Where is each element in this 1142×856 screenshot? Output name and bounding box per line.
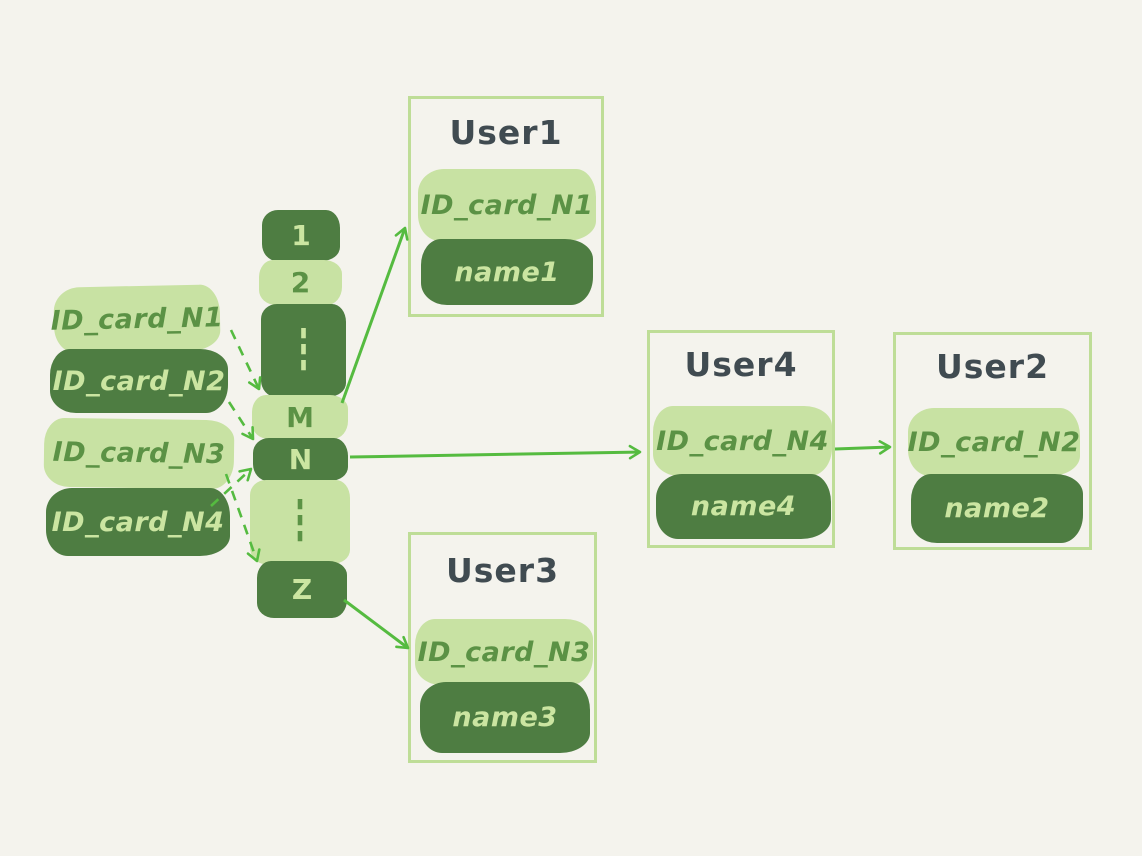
bucket-m: M — [252, 395, 348, 439]
user3-id-card-label: ID_card_N3 — [417, 636, 591, 668]
user2-id-card-label: ID_card_N2 — [907, 426, 1081, 458]
user2-name-label: name2 — [944, 493, 1050, 524]
user3-id-card-pill: ID_card_N3 — [415, 619, 593, 685]
arrow-bucket-m-to-user1 — [340, 226, 409, 404]
bucket-ellipsis-upper: ⋮ — [261, 304, 346, 397]
bucket-ellipsis-lower-label: ⋮ — [287, 490, 313, 554]
user4-id-card-pill: ID_card_N4 — [653, 406, 832, 476]
bucket-n-label: N — [288, 443, 313, 476]
arrow-bucket-n-to-user4 — [349, 444, 642, 460]
id-card-n1-pill: ID_card_N1 — [50, 284, 224, 354]
bucket-2: 2 — [259, 260, 342, 305]
user1-box: User1 ID_card_N1 name1 — [408, 96, 604, 317]
user4-box: User4 ID_card_N4 name4 — [647, 330, 835, 548]
bucket-n: N — [253, 438, 348, 481]
user2-name-pill: name2 — [911, 474, 1083, 543]
id-card-n4-label: ID_card_N4 — [51, 506, 225, 538]
user2-title: User2 — [935, 347, 1050, 386]
arrow-user4-to-user2 — [834, 440, 892, 455]
user1-name-label: name1 — [454, 256, 560, 288]
id-card-n3-label: ID_card_N3 — [52, 436, 226, 471]
user4-id-card-label: ID_card_N4 — [656, 425, 829, 457]
user4-name-pill: name4 — [656, 474, 831, 539]
user1-name-pill: name1 — [421, 239, 593, 305]
id-card-n2-label: ID_card_N2 — [52, 365, 226, 397]
user1-id-card-label: ID_card_N1 — [420, 189, 594, 221]
id-card-n2-pill: ID_card_N2 — [50, 349, 228, 413]
bucket-1-label: 1 — [291, 219, 311, 252]
user3-box: User3 ID_card_N3 name3 — [408, 532, 597, 763]
bucket-z-label: Z — [291, 573, 313, 606]
user2-box: User2 ID_card_N2 name2 — [893, 332, 1092, 550]
user4-title: User4 — [684, 345, 798, 384]
user4-name-label: name4 — [690, 491, 797, 522]
arrow-bucket-z-to-user3 — [343, 598, 410, 650]
user3-name-pill: name3 — [420, 682, 590, 753]
id-card-n4-pill: ID_card_N4 — [46, 488, 230, 556]
bucket-ellipsis-upper-label: ⋮ — [290, 319, 317, 382]
user2-id-card-pill: ID_card_N2 — [908, 408, 1080, 476]
bucket-ellipsis-lower: ⋮ — [250, 480, 350, 564]
bucket-2-label: 2 — [290, 266, 311, 299]
user1-title: User1 — [449, 113, 563, 152]
user3-title: User3 — [445, 551, 560, 590]
bucket-m-label: M — [286, 400, 314, 434]
arrow-idcard-n1-to-bucket-m — [229, 329, 262, 391]
user1-id-card-pill: ID_card_N1 — [418, 169, 596, 241]
bucket-1: 1 — [262, 210, 340, 261]
id-card-n3-pill: ID_card_N3 — [43, 417, 235, 490]
id-card-n1-label: ID_card_N1 — [50, 301, 224, 337]
bucket-z: Z — [257, 561, 347, 618]
user3-name-label: name3 — [452, 702, 558, 733]
